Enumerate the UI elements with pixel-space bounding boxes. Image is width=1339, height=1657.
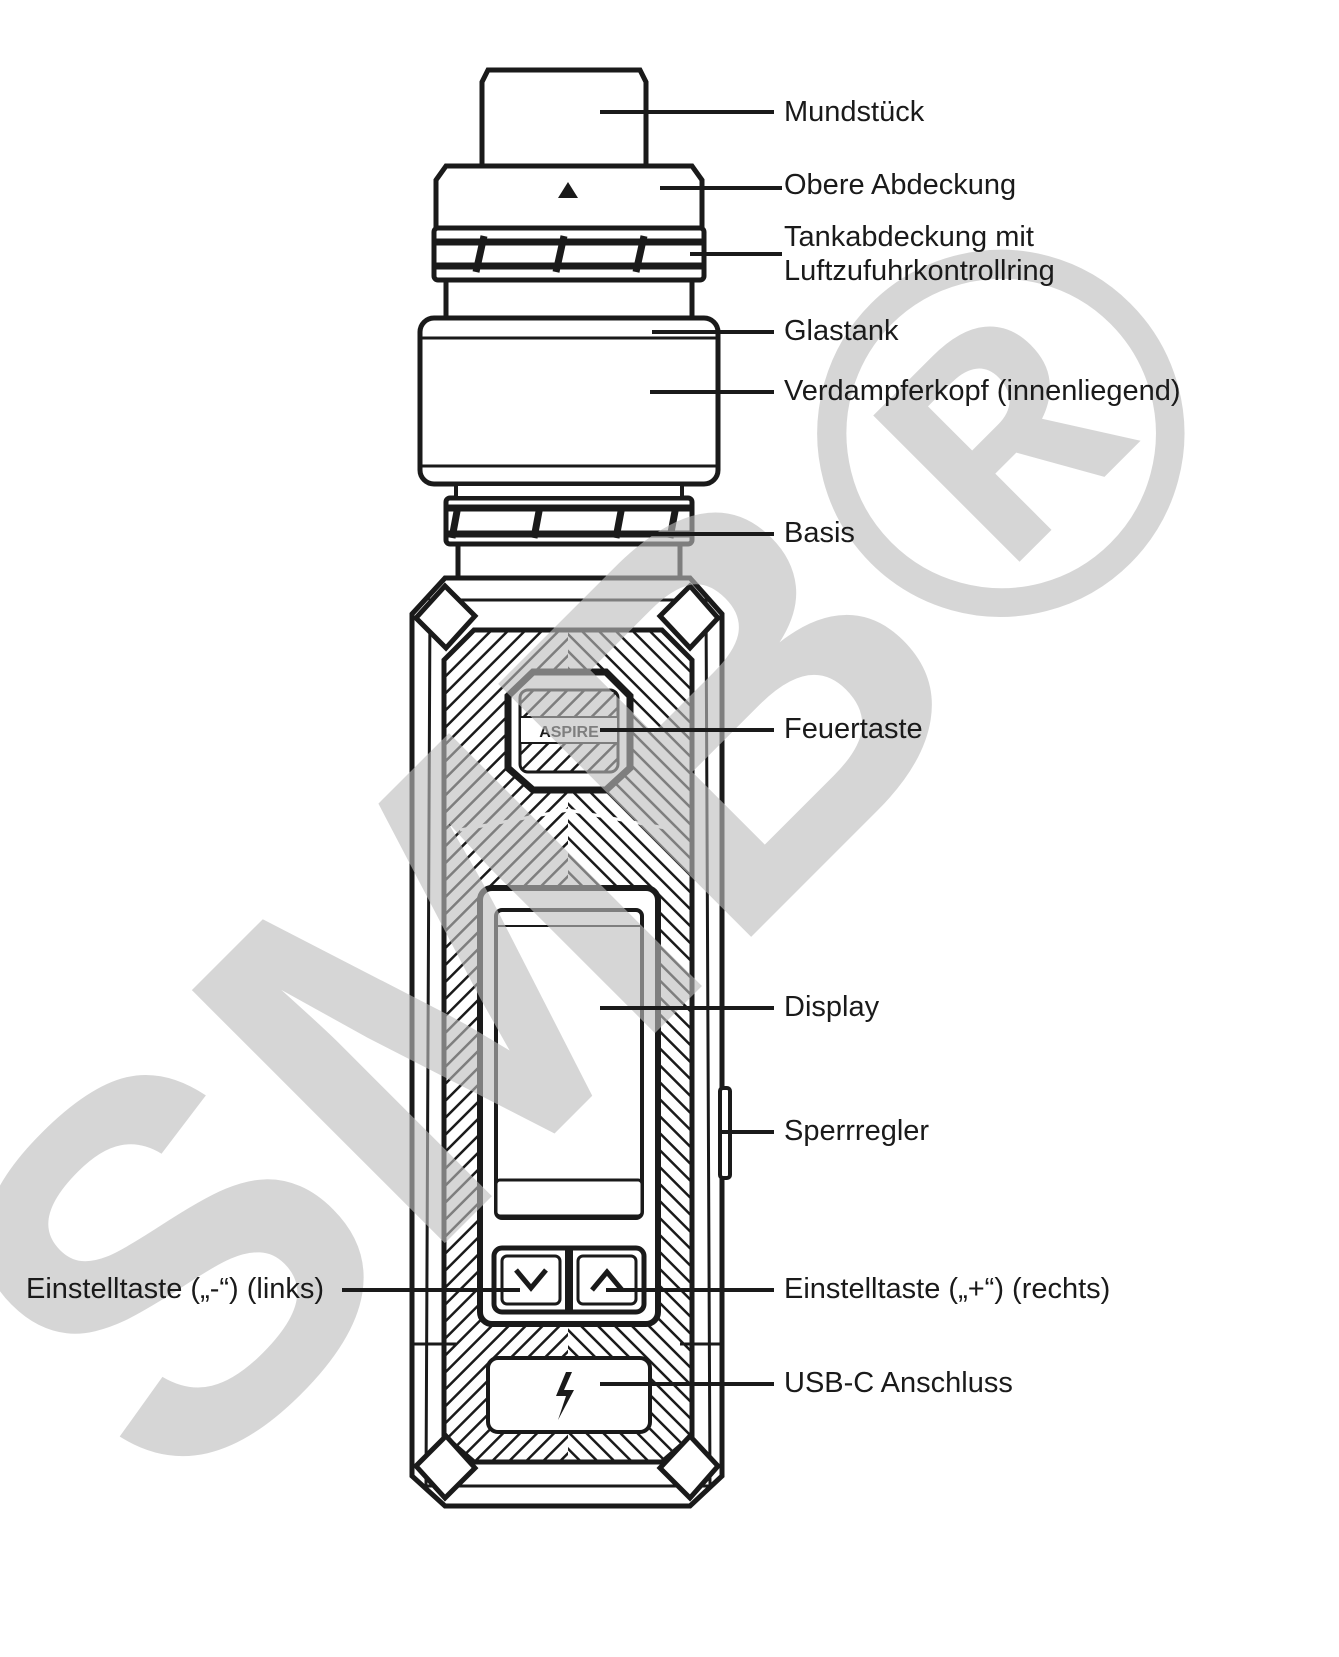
glass-tank xyxy=(417,315,721,500)
tank-cap xyxy=(431,225,707,321)
triangle-marker-icon xyxy=(558,182,578,198)
label-coil: Verdampferkopf (innenliegend) xyxy=(784,375,1181,407)
label-fire-button: Feuertaste xyxy=(784,713,923,745)
label-mouthpiece: Mundstück xyxy=(784,96,925,128)
mouthpiece xyxy=(479,67,649,169)
fire-button-logo: ASPIRE xyxy=(539,724,599,741)
leader-lines xyxy=(342,110,782,1386)
label-adjust-plus: Einstelltaste („+“) (rechts) xyxy=(784,1273,1111,1305)
label-adjust-minus: Einstelltaste („-“) (links) xyxy=(26,1273,325,1305)
chevron-down-icon xyxy=(514,1268,548,1292)
top-cap xyxy=(433,163,705,231)
adjust-plus-button[interactable] xyxy=(576,1254,638,1306)
usb-c-port[interactable] xyxy=(486,1356,652,1434)
label-glass-tank: Glastank xyxy=(784,315,899,347)
label-tank-cap-line1: Tankabdeckung mit xyxy=(784,221,1034,253)
label-lock-switch: Sperrregler xyxy=(784,1115,930,1147)
corner-bumpers xyxy=(412,582,722,1502)
display xyxy=(477,885,661,1327)
label-tank-cap-line2: Luftzufuhrkontrollring xyxy=(784,255,1055,287)
lightning-icon xyxy=(556,1372,574,1420)
label-display: Display xyxy=(784,991,880,1023)
chevron-up-icon xyxy=(590,1268,624,1292)
label-usb-c: USB-C Anschluss xyxy=(784,1367,1013,1399)
base xyxy=(443,495,695,581)
label-base: Basis xyxy=(784,517,855,549)
chevron-accent xyxy=(459,808,677,832)
label-top-cap: Obere Abdeckung xyxy=(784,169,1017,201)
